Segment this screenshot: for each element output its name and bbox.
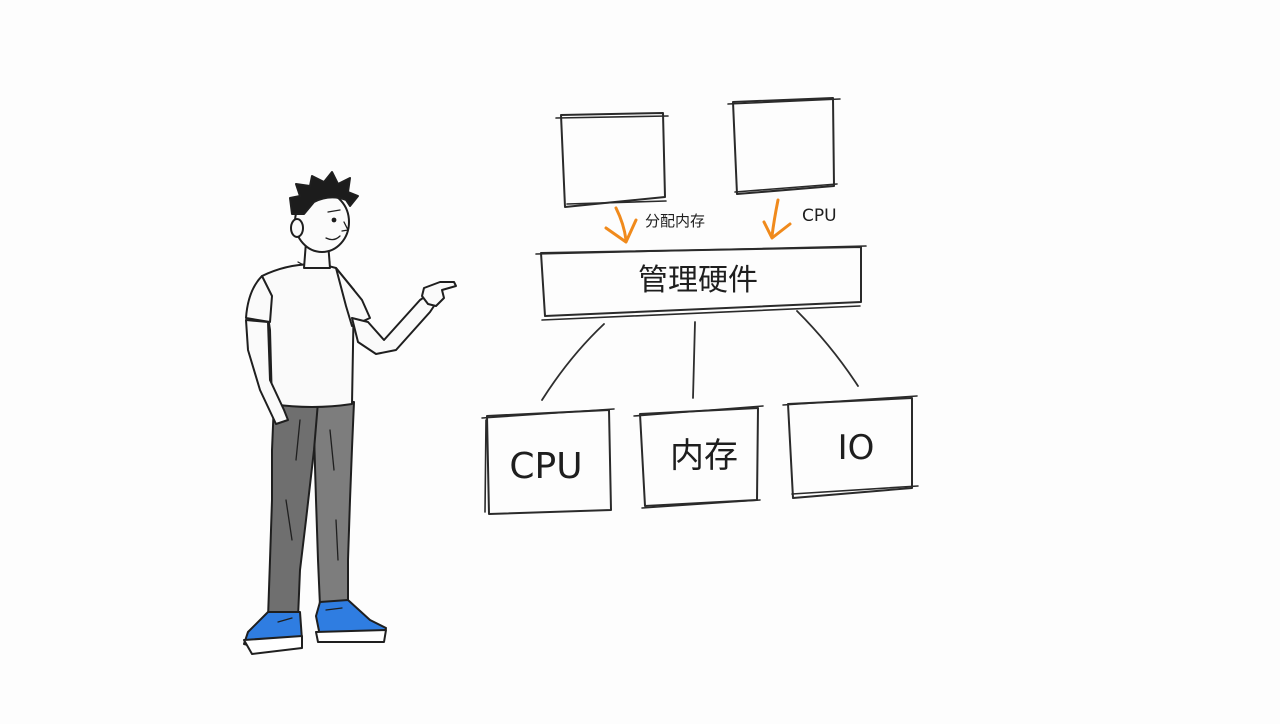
hardware-box-io — [782, 395, 919, 499]
arrow-left-down — [604, 206, 638, 244]
connector-lines — [541, 310, 859, 401]
process-box-1 — [555, 112, 669, 208]
hardware-box-cpu — [481, 408, 615, 515]
process-box-2 — [727, 97, 841, 195]
hardware-label-cpu: CPU — [509, 446, 582, 487]
person-illustration — [243, 171, 457, 655]
manage-hardware-box — [535, 245, 867, 321]
arrow-label-cpu: CPU — [802, 206, 837, 226]
hardware-box-memory — [633, 405, 764, 509]
hardware-label-memory: 内存 — [670, 436, 738, 476]
manage-hardware-label: 管理硬件 — [638, 263, 758, 298]
arrow-right-down — [762, 198, 792, 240]
arrow-label-allocate-memory: 分配内存 — [645, 212, 705, 230]
hardware-label-io: IO — [838, 428, 875, 468]
